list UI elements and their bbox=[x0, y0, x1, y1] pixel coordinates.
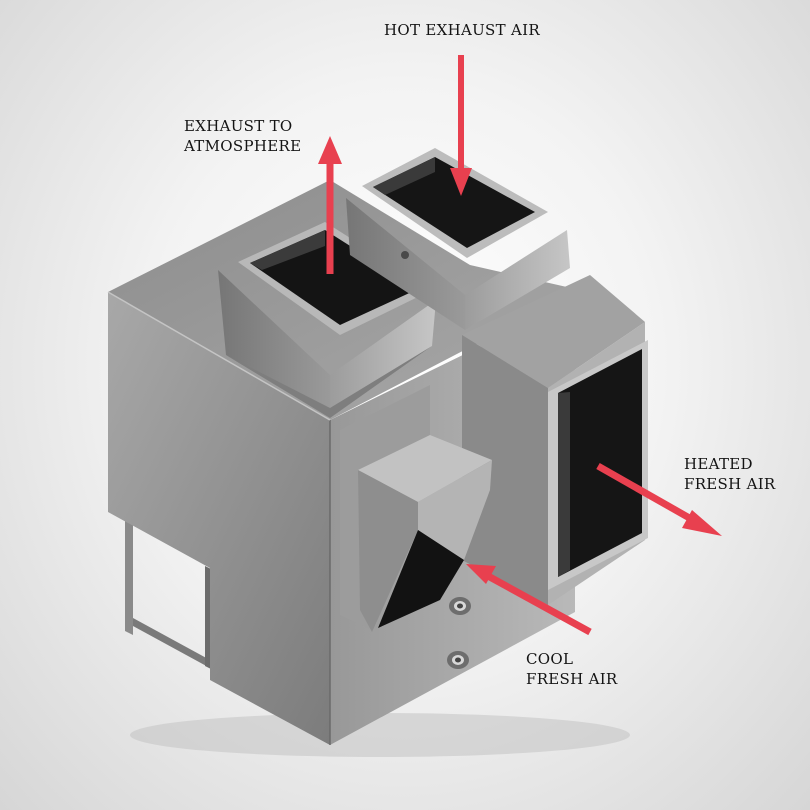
pipe-fitting-lower bbox=[447, 651, 469, 669]
heated-air-out-arrow bbox=[596, 462, 722, 536]
exhaust-label-line1: EXHAUST TO bbox=[184, 117, 293, 135]
cool-air-in-arrow bbox=[466, 564, 592, 636]
cool-air-inlet bbox=[340, 385, 492, 632]
floor-shadow bbox=[130, 713, 630, 757]
cool-label-line2: FRESH AIR bbox=[526, 670, 618, 688]
pipe-fitting-upper bbox=[449, 597, 471, 615]
exhaust-up-arrow bbox=[318, 136, 342, 274]
cool-label-line1: COOL bbox=[526, 650, 574, 668]
heated-label-line2: FRESH AIR bbox=[684, 475, 776, 493]
hot-exhaust-air-label: HOT EXHAUST AIR bbox=[384, 20, 540, 40]
hot-exhaust-down-arrow bbox=[450, 55, 472, 196]
exhaust-label-line2: ATMOSPHERE bbox=[184, 137, 302, 155]
heated-fresh-air-label: HEATED FRESH AIR bbox=[684, 454, 776, 494]
exhaust-to-atmosphere-label: EXHAUST TO ATMOSPHERE bbox=[184, 116, 301, 156]
hot-exhaust-air-label-text: HOT EXHAUST AIR bbox=[384, 21, 540, 39]
exhaust-duct bbox=[218, 222, 436, 418]
heated-label-line1: HEATED bbox=[684, 455, 753, 473]
hot-exhaust-duct bbox=[346, 148, 570, 330]
heated-air-outlet bbox=[548, 340, 648, 590]
cool-fresh-air-label: COOL FRESH AIR bbox=[526, 649, 618, 689]
